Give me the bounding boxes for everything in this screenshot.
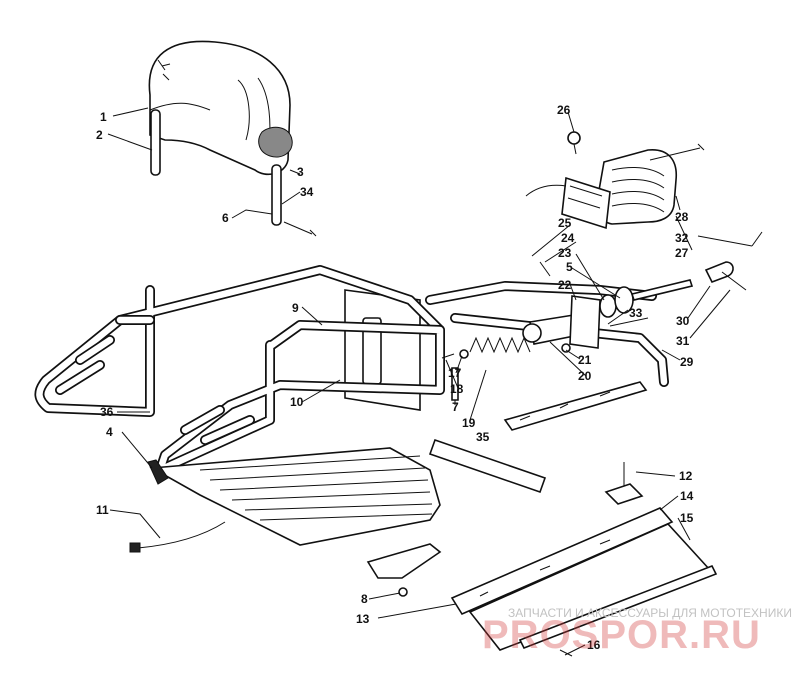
wire-connector: [129, 542, 141, 553]
backrest-assembly: [148, 40, 317, 237]
bolt-31: [721, 271, 747, 291]
support-12: [604, 483, 644, 505]
callout-12: 12: [679, 469, 693, 483]
callout-21: 21: [578, 353, 592, 367]
latch-30: [704, 261, 734, 284]
watermark: ЗАПЧАСТИ И АКСЕССУАРЫ ДЛЯ МОТОТЕХНИКИ PR…: [482, 606, 792, 657]
bulb-26: [567, 131, 581, 145]
callout-20: 20: [578, 369, 592, 383]
callout-26: 26: [557, 103, 571, 117]
callout-22: 22: [558, 278, 572, 292]
side-rail: [503, 381, 648, 431]
taillight-gasket: [561, 176, 611, 230]
callout-33: 33: [629, 306, 643, 320]
callout-25: 25: [558, 216, 572, 230]
callout-7: 7: [452, 400, 459, 414]
rail-16: [518, 564, 718, 650]
callout-1: 1: [100, 110, 107, 124]
bolt-33: [609, 317, 649, 327]
callout-9: 9: [292, 301, 299, 315]
callout-19: 19: [462, 416, 476, 430]
floor-pan: [147, 447, 441, 546]
running-board: [450, 462, 718, 657]
callout-18: 18: [450, 382, 464, 396]
callout-8: 8: [361, 592, 368, 606]
taillight-assembly: [525, 131, 705, 230]
callout-30: 30: [676, 314, 690, 328]
trim-strip: [428, 438, 547, 494]
taillight-screw-28: [649, 143, 705, 161]
callout-27: 27: [675, 246, 689, 260]
callout-14: 14: [680, 489, 694, 503]
board-14: [450, 507, 674, 616]
taillight-housing: [596, 149, 677, 225]
callout-28: 28: [675, 210, 689, 224]
taillight-wire: [525, 184, 567, 197]
bolt-32: [751, 231, 763, 247]
callout-24: 24: [561, 231, 575, 245]
callout-11: 11: [96, 503, 109, 517]
callout-23: 23: [558, 246, 572, 260]
watermark-caption: ЗАПЧАСТИ И АКСЕССУАРЫ ДЛЯ МОТОТЕХНИКИ: [508, 606, 792, 620]
backrest-bolt-34: [283, 221, 317, 237]
callout-3: 3: [297, 165, 304, 179]
bolt-7: [451, 367, 459, 401]
callout-31: 31: [676, 334, 690, 348]
callout-32: 32: [675, 231, 689, 245]
callout-17: 17: [448, 366, 462, 380]
bolt-18: [441, 353, 455, 359]
callout-6: 6: [222, 211, 229, 225]
callout-15: 15: [680, 511, 694, 525]
hinge-assembly: [441, 231, 763, 401]
leader-lines: [107, 107, 753, 656]
callout-13: 13: [356, 612, 370, 626]
small-bracket: [366, 543, 442, 597]
callout-29: 29: [680, 355, 694, 369]
callout-34: 34: [300, 185, 314, 199]
backrest-post-left: [150, 109, 161, 176]
pin-shaft: [630, 279, 694, 301]
watermark-logo: PROSPOR.RU: [482, 613, 761, 657]
callout-10: 10: [290, 395, 304, 409]
screw-5: [539, 261, 551, 277]
callout-16: 16: [587, 638, 601, 652]
callout-35: 35: [476, 430, 490, 444]
backrest-post-right: [271, 164, 282, 226]
backrest-pad: [148, 40, 291, 176]
nut-21: [561, 343, 571, 353]
backrest-label-patch: [258, 126, 293, 158]
spring-19: [469, 336, 531, 354]
grab-rail-frame: [34, 265, 445, 475]
callout-4: 4: [106, 425, 113, 439]
callout-36: 36: [100, 405, 114, 419]
wire-harness: [137, 521, 226, 549]
callout-labels: 1 2 3 34 6 9 10 36 4 11 8 13 16 12 14 15…: [96, 103, 694, 652]
callout-5: 5: [566, 260, 573, 274]
callout-2: 2: [96, 128, 103, 142]
plate-22: [569, 295, 601, 349]
